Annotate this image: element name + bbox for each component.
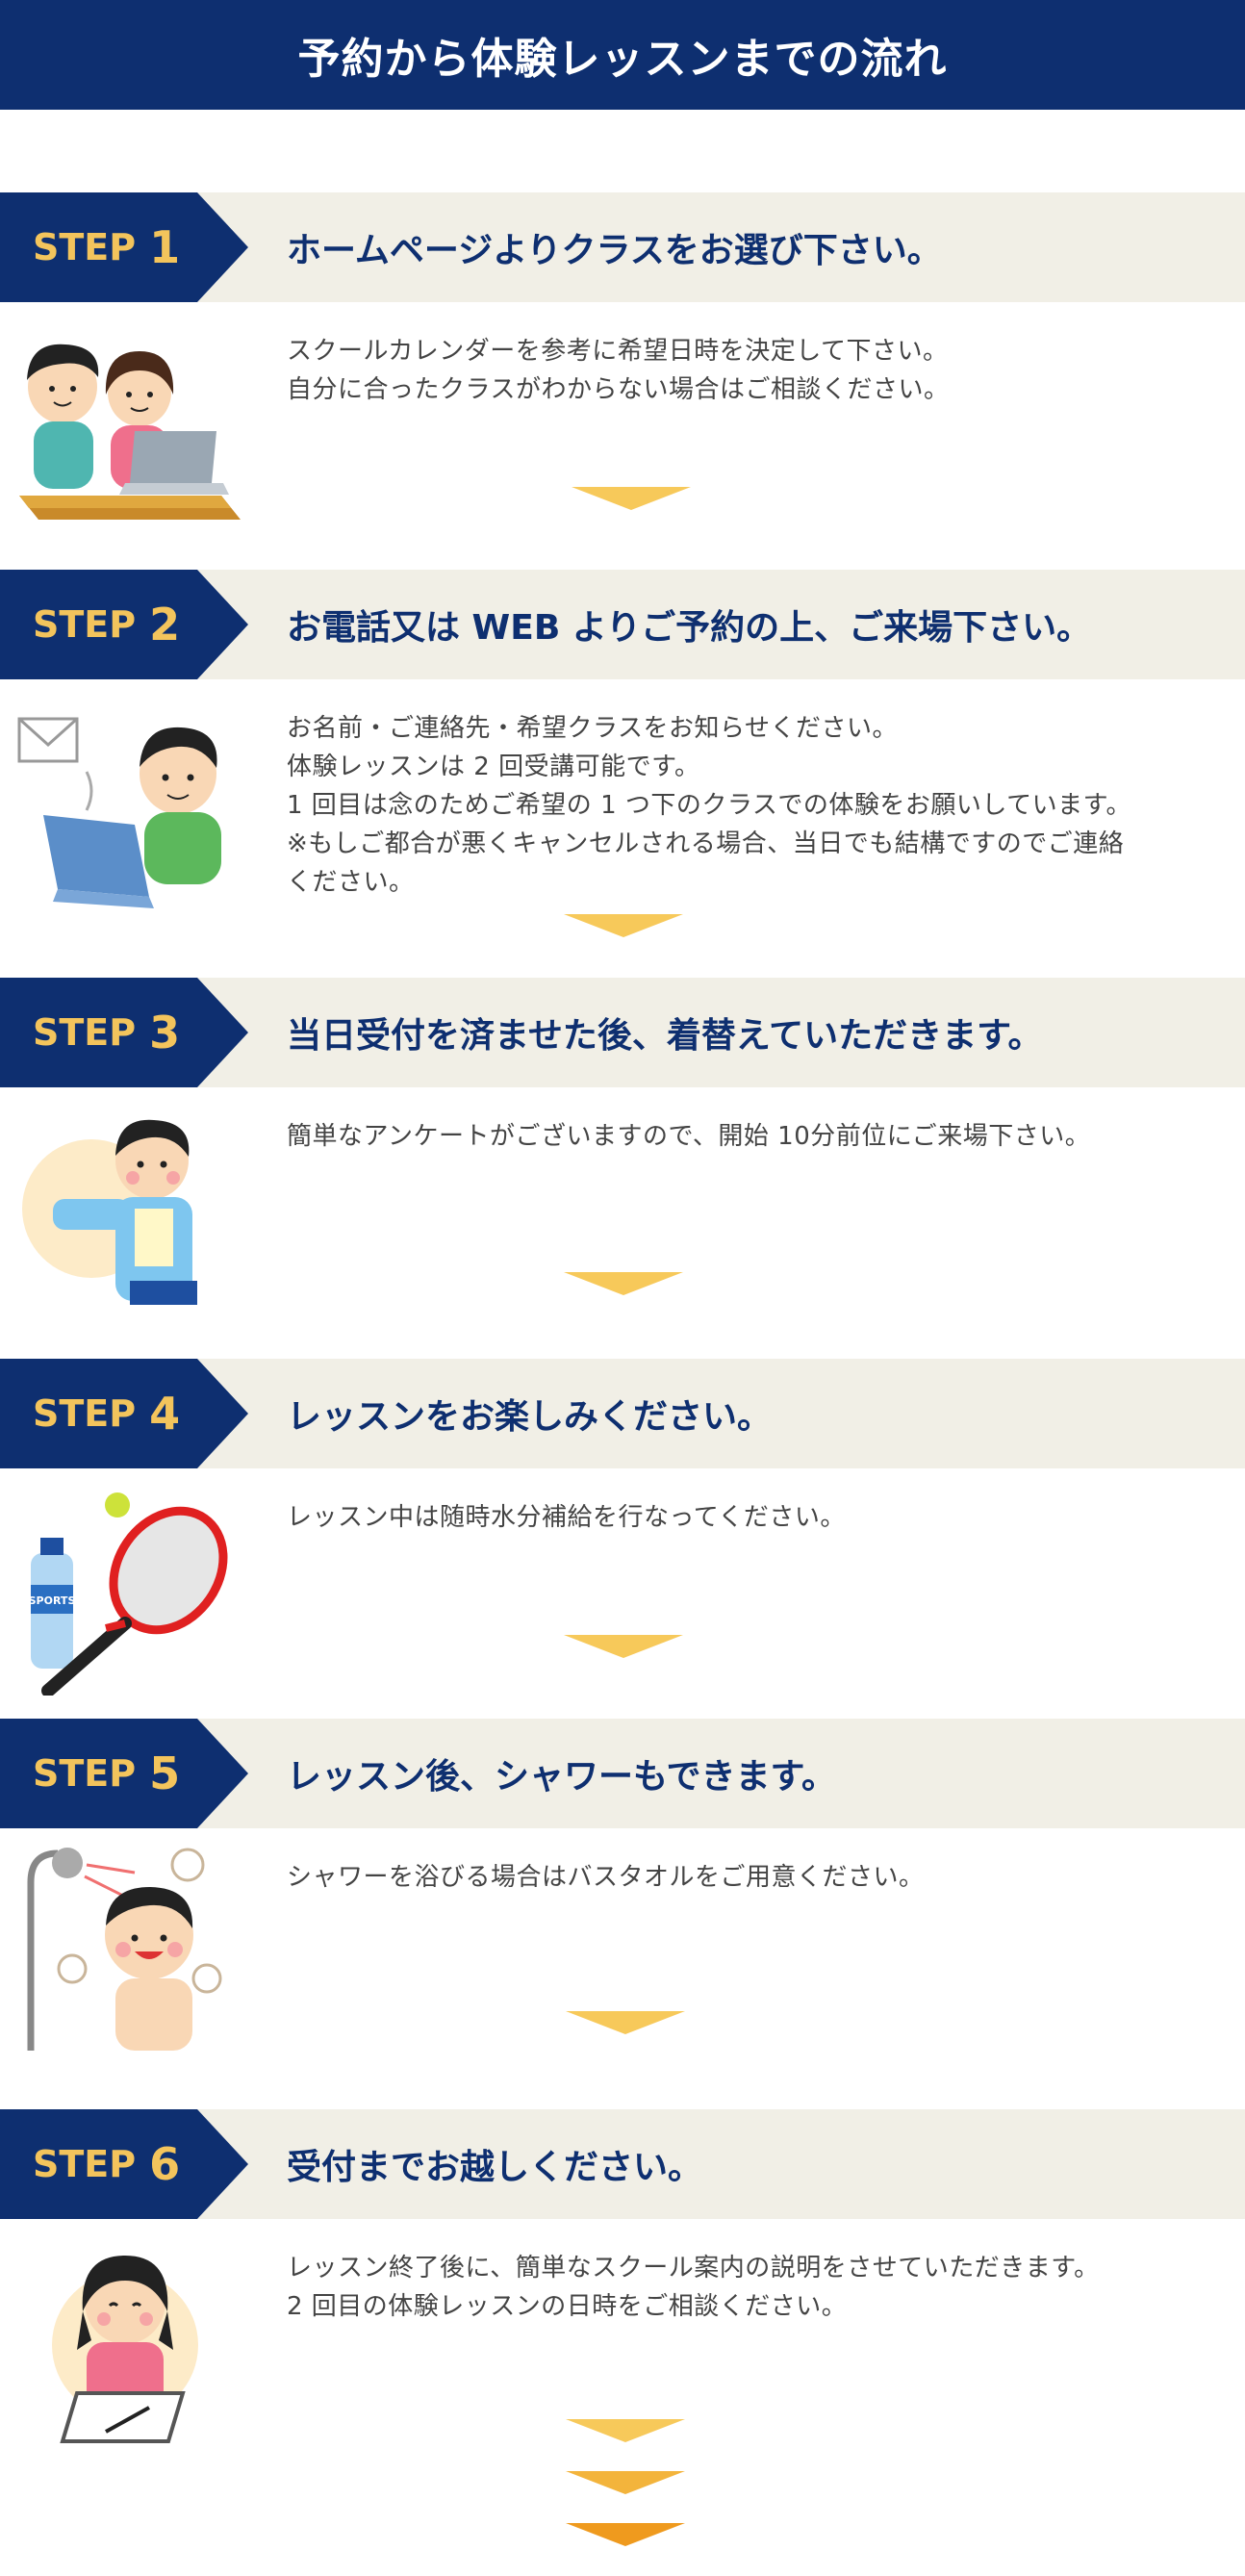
step-number: 3	[149, 1007, 181, 1058]
step-number: 5	[149, 1747, 181, 1799]
down-arrow-icon	[564, 914, 683, 937]
step-description: お名前・ご連絡先・希望クラスをお知らせください。 体験レッスンは 2 回受講可能…	[287, 714, 1131, 897]
down-arrow-icon	[572, 487, 691, 510]
step-title: レッスンをお楽しみください。	[287, 1397, 773, 1437]
step-label: STEP	[33, 603, 137, 646]
couple-laptop-icon	[19, 344, 241, 520]
step-6: STEP 6 受付までお越しください。 レッスン終了後に、簡単なスクール案内の説…	[0, 2109, 1245, 2576]
step-description: レッスン終了後に、簡単なスクール案内の説明をさせていただきます。 2 回目の体験…	[287, 2254, 1100, 2321]
step-number: 4	[149, 1388, 181, 1440]
down-arrow-icon	[566, 2523, 685, 2546]
step-title: 受付までお越しください。	[287, 2148, 703, 2187]
step-badge: STEP 3	[0, 978, 248, 1087]
step-number: 1	[149, 221, 181, 273]
step-title: ホームページよりクラスをお選び下さい。	[287, 231, 942, 270]
step-number: 6	[149, 2138, 181, 2190]
step-badge: STEP 1	[0, 192, 248, 302]
step-description: スクールカレンダーを参考に希望日時を決定して下さい。 自分に合ったクラスがわから…	[287, 337, 950, 404]
step-description: シャワーを浴びる場合はバスタオルをご用意ください。	[287, 1863, 925, 1892]
step-label: STEP	[33, 1011, 137, 1054]
step-2: STEP 2 お電話又は WEB よりご予約の上、ご来場下さい。 お名前・ご連絡…	[0, 570, 1245, 974]
step-description: レッスン中は随時水分補給を行なってください。	[287, 1503, 846, 1532]
boy-laptop-mail-icon	[17, 717, 221, 908]
step-label: STEP	[33, 2143, 137, 2185]
step-title: レッスン後、シャワーもできます。	[287, 1757, 836, 1797]
step-badge: STEP 5	[0, 1719, 248, 1828]
down-arrow-icon	[564, 1272, 683, 1295]
step-badge: STEP 6	[0, 2109, 248, 2219]
boy-shower-icon	[27, 1848, 222, 2051]
step-label: STEP	[33, 1752, 137, 1795]
page-title: 予約から体験レッスンまでの流れ	[0, 0, 1245, 110]
step-5: STEP 5 レッスン後、シャワーもできます。 シャワーを浴びる場合はバスタオル…	[0, 1719, 1245, 2094]
step-title: お電話又は WEB よりご予約の上、ご来場下さい。	[287, 608, 1092, 648]
step-badge: STEP 2	[0, 570, 248, 679]
down-arrow-icon	[566, 2471, 685, 2494]
down-arrow-icon	[566, 2011, 685, 2034]
step-description: 簡単なアンケートがございますので、開始 10分前位にご来場下さい。	[287, 1122, 1091, 1151]
step-badge: STEP 4	[0, 1359, 248, 1468]
step-title: 当日受付を済ませた後、着替えていただきます。	[287, 1016, 1043, 1056]
step-3: STEP 3 当日受付を済ませた後、着替えていただきます。 簡単なアンケートがご…	[0, 978, 1245, 1363]
step-4: STEP 4 レッスンをお楽しみください。 SPORTS レッスン中は随時水分補…	[0, 1359, 1245, 1715]
step-1: STEP 1 ホームページよりクラスをお選び下さい。 スクールカレンダーを参考に…	[0, 192, 1245, 558]
boy-changing-clothes-icon	[22, 1119, 197, 1305]
step-number: 2	[149, 599, 181, 650]
tennis-racket-bottle-icon: SPORTS	[29, 1492, 228, 1696]
girl-clipboard-icon	[52, 2256, 198, 2443]
svg-text:SPORTS: SPORTS	[29, 1594, 76, 1607]
down-arrow-icon	[566, 2419, 685, 2442]
down-arrow-icon	[564, 1635, 683, 1658]
step-label: STEP	[33, 226, 137, 268]
step-label: STEP	[33, 1392, 137, 1435]
